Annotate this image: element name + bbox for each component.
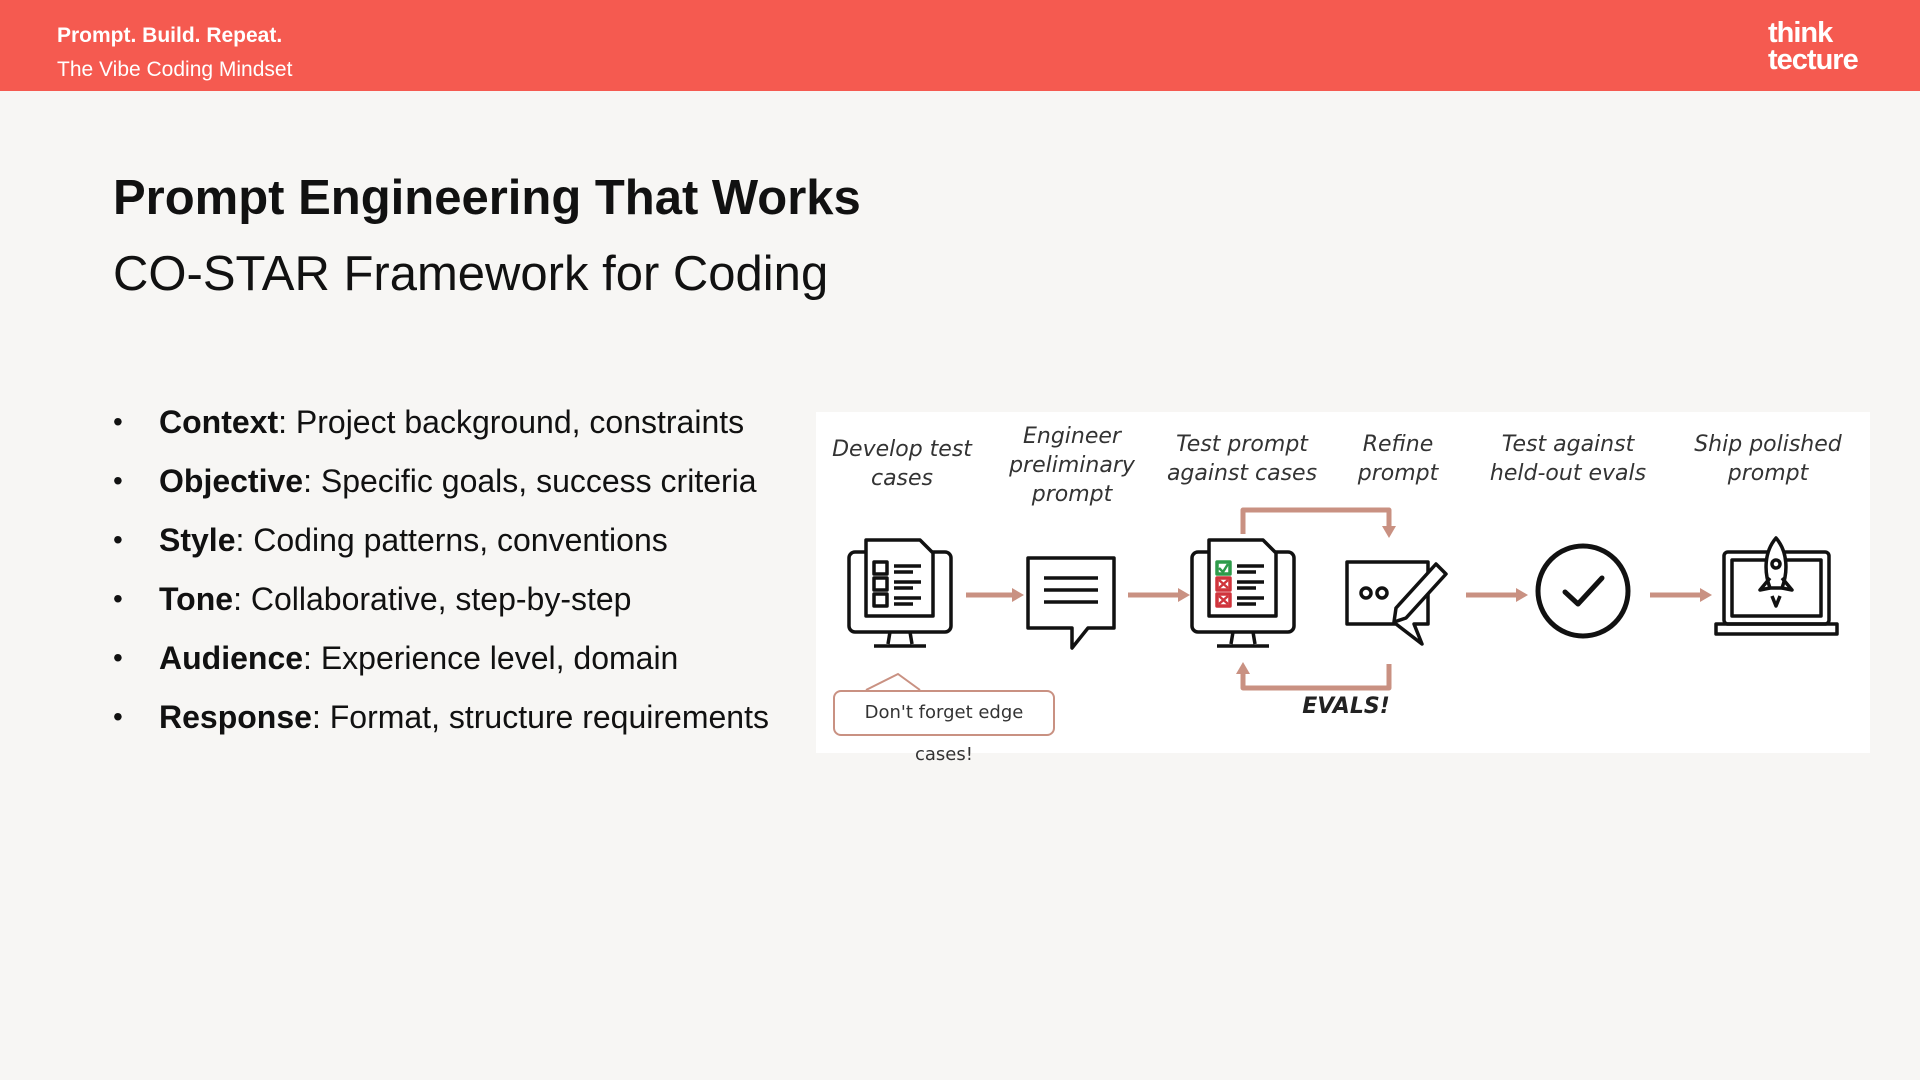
bullet-term: Tone: [159, 581, 234, 617]
bullet-term: Objective: [159, 463, 304, 499]
eval-loop-arrows: [1236, 507, 1396, 691]
workflow-graphics: [847, 507, 1839, 691]
monitor-test-results-icon: [1190, 538, 1296, 648]
bullet-dot: •: [113, 583, 123, 614]
step-label-ship-prompt: Ship polished prompt: [1694, 432, 1842, 486]
step-label-test-prompt: Test prompt against cases: [1166, 432, 1318, 486]
bullet-text: : Experience level, domain: [303, 640, 679, 676]
bullet-dot: •: [113, 465, 123, 496]
bullet-item: • Objective: Specific goals, success crit…: [113, 455, 813, 514]
step-label-test-held-out: Test against held-out evals: [1489, 432, 1647, 486]
header-bar: Prompt. Build. Repeat. The Vibe Coding M…: [0, 0, 1920, 91]
flow-arrows: [966, 588, 1712, 602]
speech-bubble-icon: [1026, 556, 1116, 650]
bullet-term: Context: [159, 404, 279, 440]
laptop-rocket-icon: [1714, 536, 1839, 636]
bullet-dot: •: [113, 406, 123, 437]
bullet-term: Audience: [159, 640, 304, 676]
bullet-text: : Collaborative, step-by-step: [233, 581, 632, 617]
edge-cases-callout: Don't forget edge cases!: [833, 690, 1055, 765]
step-label-refine-prompt: Refine prompt: [1357, 432, 1439, 486]
bullet-term: Style: [159, 522, 236, 558]
header-subkicker: The Vibe Coding Mindset: [57, 58, 293, 81]
header-kicker: Prompt. Build. Repeat.: [57, 24, 283, 47]
bullet-item: • Context: Project background, constraint…: [113, 396, 813, 455]
monitor-checklist-icon: [847, 538, 953, 648]
bullet-item: • Audience: Experience level, domain: [113, 632, 813, 691]
bullet-dot: •: [113, 701, 123, 732]
bullet-text: : Specific goals, success criteria: [303, 463, 757, 499]
evals-loop-label: EVALS!: [1302, 694, 1390, 719]
step-label-engineer-prompt: Engineer preliminary prompt: [1009, 424, 1135, 507]
bullet-list: • Context: Project background, constraint…: [113, 396, 813, 750]
bullet-text: : Format, structure requirements: [311, 699, 769, 735]
company-logo: think tecture: [1768, 17, 1859, 76]
bullet-text: : Project background, constraints: [278, 404, 745, 440]
slide-subtitle: CO-STAR Framework for Coding: [113, 247, 829, 301]
step-label-develop-tests: Develop test cases: [832, 437, 972, 491]
logo-line-1: think: [1768, 17, 1833, 49]
bullet-text: : Coding patterns, conventions: [235, 522, 668, 558]
slide-title: Prompt Engineering That Works: [113, 171, 861, 225]
edit-chat-icon: [1345, 560, 1448, 646]
bullet-dot: •: [113, 642, 123, 673]
bullet-term: Response: [159, 699, 312, 735]
logo-line-2: tecture: [1768, 44, 1859, 76]
bullet-item: • Style: Coding patterns, conventions: [113, 514, 813, 573]
prompt-workflow-diagram: Develop test cases Engineer preliminary …: [816, 412, 1870, 765]
bullet-item: • Response: Format, structure requirement…: [113, 691, 813, 750]
bullet-item: • Tone: Collaborative, step-by-step: [113, 573, 813, 632]
callout-tail: [865, 672, 921, 691]
check-circle-icon: [1535, 543, 1631, 639]
bullet-dot: •: [113, 524, 123, 555]
